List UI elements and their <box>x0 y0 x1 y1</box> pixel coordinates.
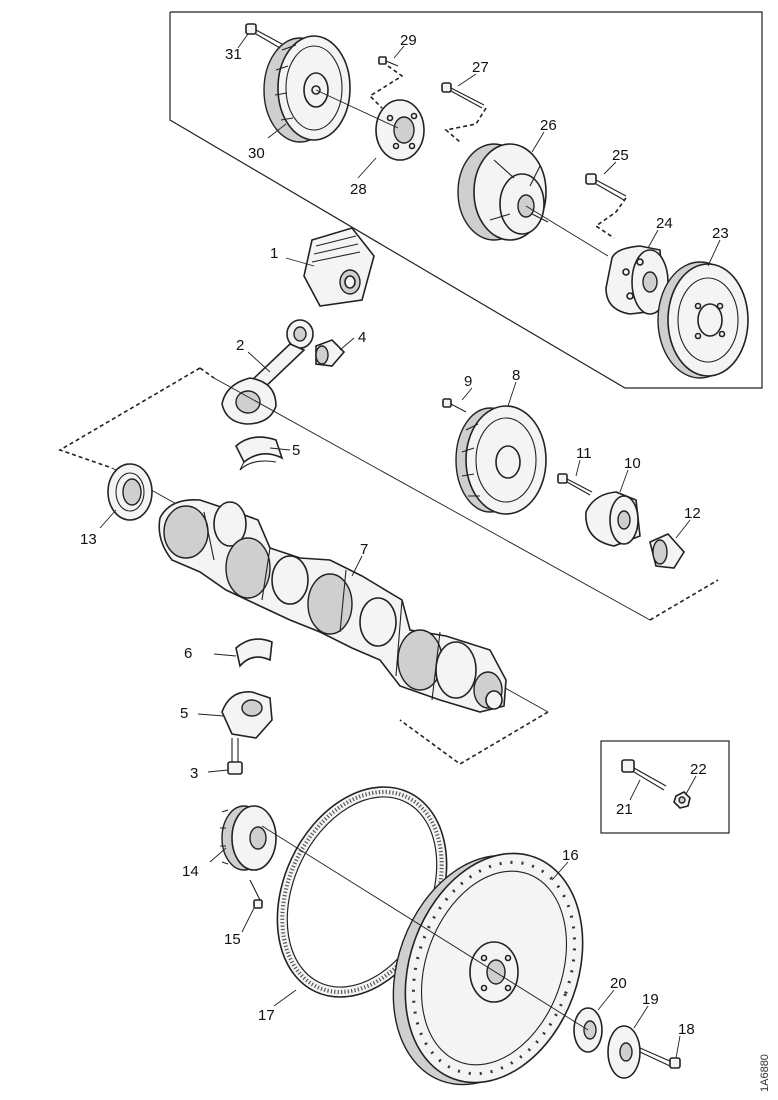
hub-10 <box>585 491 641 547</box>
callout-21: 21 <box>616 801 633 818</box>
callout-18: 18 <box>678 1021 695 1038</box>
hub-washer-28 <box>375 99 425 161</box>
callout-28: 28 <box>350 181 367 198</box>
bolt-31 <box>245 23 283 49</box>
bolt-29 <box>378 56 399 67</box>
callout-13: 13 <box>80 531 97 548</box>
callout-3: 3 <box>190 765 198 782</box>
callout-15: 15 <box>224 931 241 948</box>
callout-4: 4 <box>358 329 366 346</box>
plate-19 <box>607 1025 641 1079</box>
flywheel-16 <box>392 852 584 1086</box>
callout-17: 17 <box>258 1007 275 1024</box>
callout-6: 6 <box>184 645 192 662</box>
crankshaft-7 <box>158 499 507 713</box>
callout-5-upper: 5 <box>292 442 300 459</box>
callout-labels: 31 29 27 26 25 24 23 28 30 1 2 4 5 9 8 1… <box>80 32 729 1038</box>
bolt-21 <box>621 759 667 791</box>
damper-pulley-30 <box>263 35 351 143</box>
connecting-rod-2 <box>221 319 314 425</box>
nut-22 <box>673 791 691 809</box>
bearing-shell-upper <box>235 436 284 471</box>
callout-12: 12 <box>684 505 701 522</box>
callout-11: 11 <box>576 445 592 462</box>
callout-10: 10 <box>624 455 641 472</box>
callout-8: 8 <box>512 367 520 384</box>
leader-lines <box>99 33 721 1059</box>
callout-23: 23 <box>712 225 729 242</box>
callout-31: 31 <box>225 46 242 63</box>
adapter-24 <box>605 245 669 315</box>
cap-bolt-3 <box>227 738 243 775</box>
callout-14: 14 <box>182 863 199 880</box>
main-bearing-cap-5 <box>221 691 273 739</box>
piston-1 <box>303 227 375 307</box>
sleeve-12 <box>649 533 685 569</box>
callout-2: 2 <box>236 337 244 354</box>
oil-seal-13 <box>107 463 153 521</box>
pulley-26 <box>457 143 549 241</box>
callout-9: 9 <box>464 373 472 390</box>
bolt-18 <box>639 1047 681 1069</box>
callout-5: 5 <box>180 705 188 722</box>
disc-23 <box>657 261 749 379</box>
callout-29: 29 <box>400 32 417 49</box>
bush-4 <box>315 339 346 367</box>
dowel-15 <box>249 879 263 909</box>
callout-27: 27 <box>472 59 489 76</box>
callout-26: 26 <box>540 117 557 134</box>
timing-gear-14 <box>220 805 277 871</box>
callout-30: 30 <box>248 145 265 162</box>
figure-reference-code: 1A6880 <box>759 1054 771 1092</box>
callout-7: 7 <box>360 541 368 558</box>
main-bearing-shell-6 <box>213 638 273 668</box>
callout-24: 24 <box>656 215 673 232</box>
pulley-8 <box>455 405 547 515</box>
bolt-11 <box>557 473 593 496</box>
callout-1: 1 <box>270 245 278 262</box>
bolt-25 <box>585 173 627 201</box>
callout-25: 25 <box>612 147 629 164</box>
pulley-inset-frame <box>169 11 763 389</box>
callout-19: 19 <box>642 991 659 1008</box>
callout-20: 20 <box>610 975 627 992</box>
bolt-27 <box>441 82 485 109</box>
bolt-9 <box>442 398 467 413</box>
callout-16: 16 <box>562 847 579 864</box>
callout-22: 22 <box>690 761 707 778</box>
bolt-inset-frame <box>600 740 730 834</box>
